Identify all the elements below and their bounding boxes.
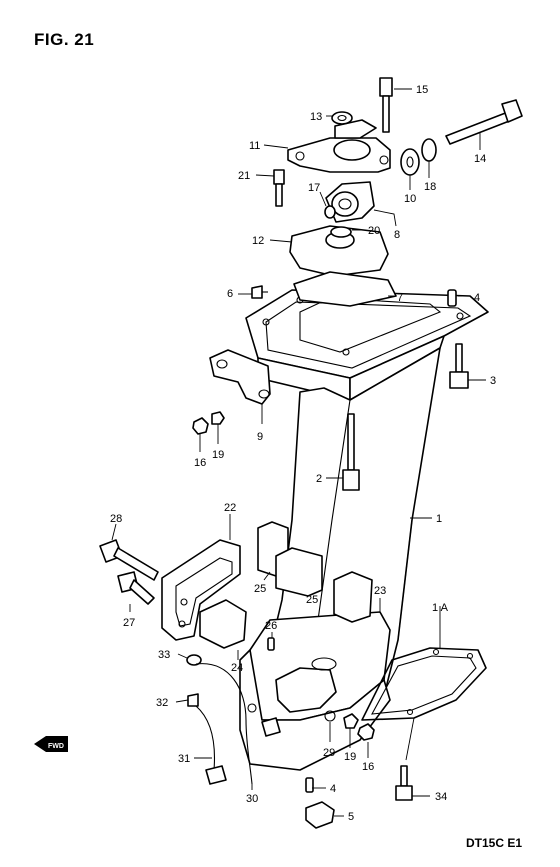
washer-19-lower	[343, 713, 359, 729]
callout-23: 23	[374, 585, 386, 597]
washer-18	[421, 138, 437, 162]
callout-31: 31	[178, 753, 190, 765]
callout-26: 26	[265, 620, 277, 632]
drive-shaft-housing	[239, 289, 489, 771]
washer-33	[186, 654, 202, 666]
ground-wire-lead	[195, 705, 215, 771]
washer-10	[400, 148, 420, 176]
bolt-28	[99, 539, 159, 581]
callout-7: 7	[397, 292, 403, 304]
callout-21: 21	[238, 170, 250, 182]
washer-13	[331, 111, 353, 125]
callout-2: 2	[316, 473, 322, 485]
ground-wire	[195, 663, 253, 785]
callout-1a: 1 A	[432, 602, 449, 614]
callout-1: 1	[436, 513, 442, 525]
callout-6: 6	[227, 288, 233, 300]
nut-5	[305, 801, 335, 829]
callout-34: 34	[435, 791, 447, 803]
callout-29: 29	[323, 747, 335, 759]
washer-20	[330, 226, 352, 238]
callout-19-upper: 19	[212, 449, 224, 461]
nut-16-upper	[192, 417, 209, 435]
callout-18: 18	[424, 181, 436, 193]
damper-25-right	[333, 571, 373, 623]
gasket-1a	[361, 647, 487, 721]
callout-12: 12	[252, 235, 264, 247]
callout-10: 10	[404, 193, 416, 205]
callout-13: 13	[310, 111, 322, 123]
callout-33: 33	[158, 649, 170, 661]
washer-19-upper	[211, 411, 225, 425]
rubber-mount-8	[325, 181, 375, 223]
bolt-34	[395, 765, 413, 801]
callout-28: 28	[110, 513, 122, 525]
callout-25-right: 25	[306, 594, 318, 606]
callout-17: 17	[308, 182, 320, 194]
callout-9: 9	[257, 431, 263, 443]
callout-3: 3	[490, 375, 496, 387]
bolt-15	[379, 77, 393, 133]
callout-16-upper: 16	[194, 457, 206, 469]
bolt-2	[342, 413, 360, 491]
bolt-27	[117, 571, 155, 605]
model-code: DT15C E1	[466, 836, 523, 850]
callout-4-lower: 4	[330, 783, 336, 795]
bolt-21	[273, 169, 285, 207]
figure-title: FIG. 21	[34, 30, 95, 49]
dowel-pin-4-top	[447, 289, 457, 307]
callout-8: 8	[394, 229, 400, 241]
callout-24: 24	[231, 662, 243, 674]
dowel-pin-4-lower	[305, 777, 314, 793]
callout-32: 32	[156, 697, 168, 709]
callout-15: 15	[416, 84, 428, 96]
bracket-22	[161, 539, 241, 641]
terminal-31	[205, 765, 227, 785]
mount-bracket-7	[293, 271, 397, 307]
callout-14: 14	[474, 153, 486, 165]
callout-4-top: 4	[474, 292, 480, 304]
damper-25-center	[275, 547, 323, 597]
callout-19-lower: 19	[344, 751, 356, 763]
callout-16-lower: 16	[362, 761, 374, 773]
callout-27: 27	[123, 617, 135, 629]
callout-5: 5	[348, 811, 354, 823]
leader-lines	[111, 88, 486, 817]
bolt-14	[445, 99, 523, 145]
fwd-arrow-icon: FWD	[34, 736, 68, 752]
nut-16-lower	[357, 723, 375, 741]
callout-11: 11	[249, 140, 260, 152]
screw-6	[251, 285, 268, 299]
screw-32	[187, 693, 199, 707]
block-24	[199, 599, 247, 649]
bolt-3	[449, 343, 469, 389]
callout-labels: 15 13 14 11 21 18 10 17 8 20 12 6 7 4 3 …	[110, 84, 496, 823]
callout-30: 30	[246, 793, 258, 805]
callout-22: 22	[224, 502, 236, 514]
callout-20: 20	[368, 225, 380, 237]
callout-25-left: 25	[254, 583, 266, 595]
terminal-30	[261, 717, 281, 737]
washer-17	[324, 205, 336, 219]
upper-mount-clamp	[287, 119, 391, 173]
svg-text:FWD: FWD	[48, 743, 64, 750]
pin-26	[267, 637, 275, 651]
